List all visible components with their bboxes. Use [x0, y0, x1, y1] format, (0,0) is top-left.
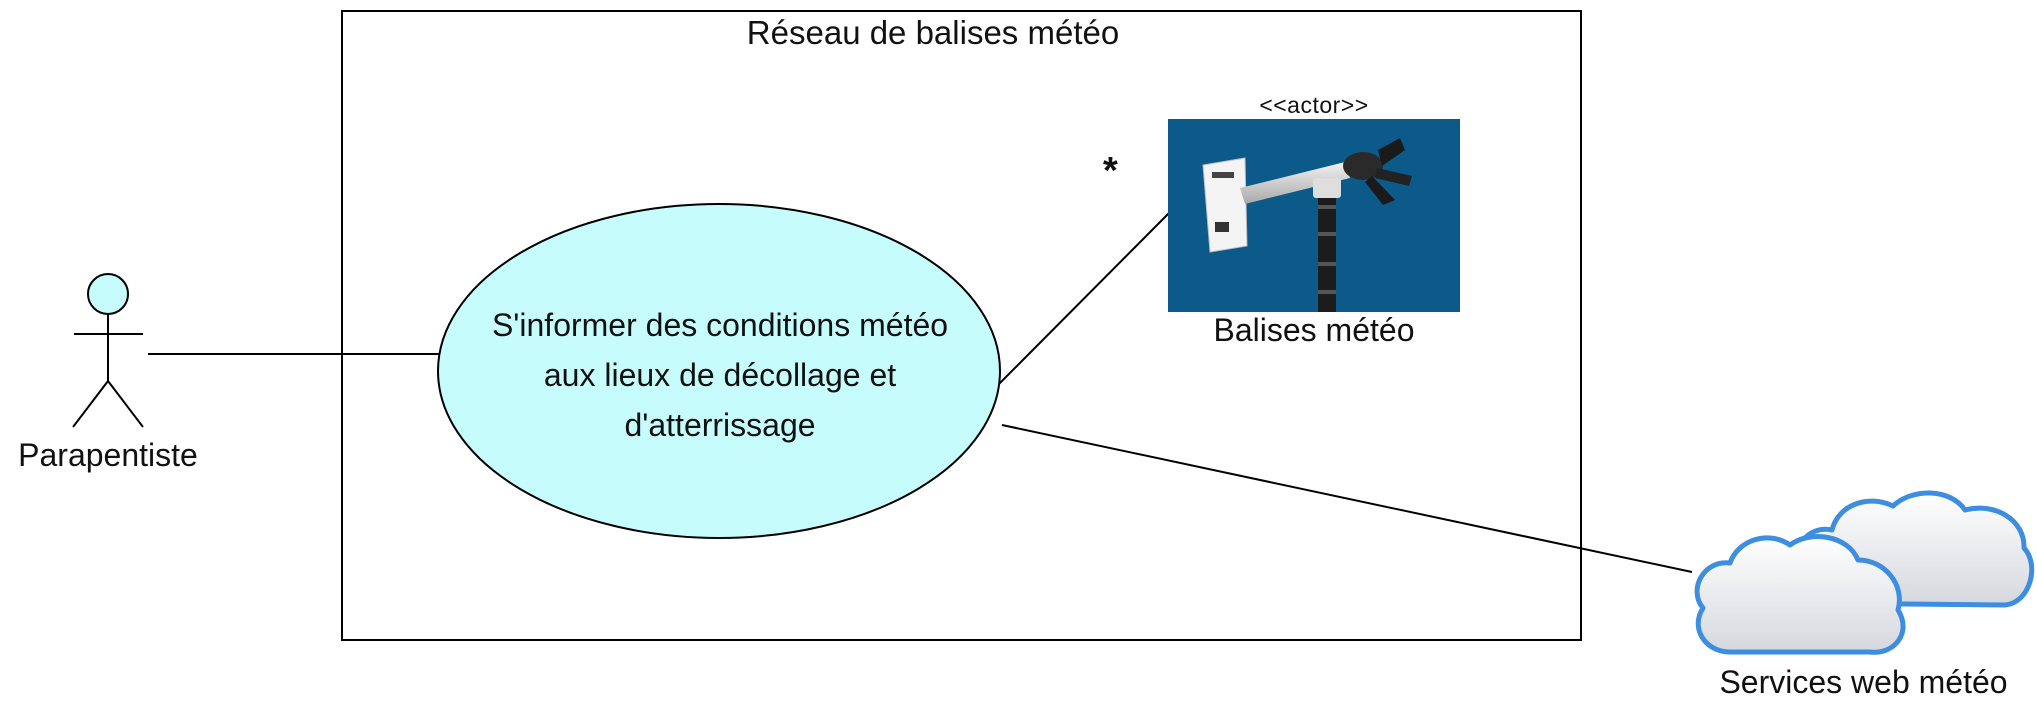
multiplicity-label: * [1103, 150, 1118, 192]
association-services-web [1001, 424, 1693, 573]
use-case-ellipse[interactable] [437, 203, 1001, 539]
stick-figure-icon [72, 273, 144, 428]
use-case-label: S'informer des conditions météo aux lieu… [450, 300, 990, 450]
actor-label-parapentiste: Parapentiste [18, 437, 198, 473]
system-boundary [341, 10, 1582, 641]
use-case-line-3: d'atterrissage [624, 407, 816, 443]
anemometer-icon [1168, 119, 1460, 312]
association-balises [997, 209, 1173, 386]
system-title: Réseau de balises météo [746, 14, 1120, 51]
cloud-icon [1694, 490, 2035, 655]
use-case-line-1: S'informer des conditions météo [491, 307, 949, 343]
use-case-line-2: aux lieux de décollage et [543, 357, 897, 393]
actor-label-balises: Balises météo [1213, 312, 1415, 348]
stereotype-label: <<actor>> [1259, 92, 1369, 118]
actor-label-services-web: Services web météo [1719, 664, 2008, 700]
actor-head [87, 273, 129, 315]
